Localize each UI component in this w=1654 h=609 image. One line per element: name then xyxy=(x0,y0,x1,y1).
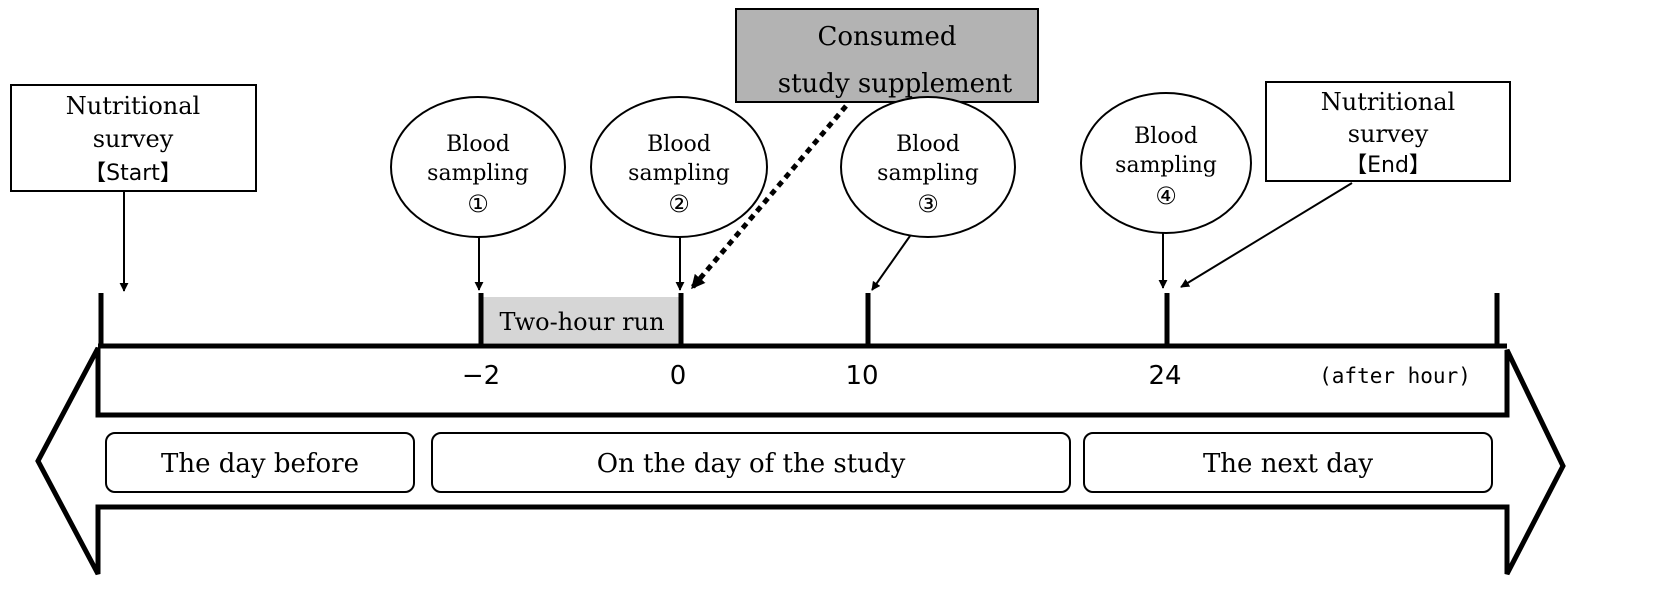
tick-label-10: 10 xyxy=(845,361,878,391)
supplement-dotted-arrow xyxy=(690,104,848,290)
blood-sampling-2-line1: Blood xyxy=(647,132,711,157)
blood-sampling-3-line2: sampling xyxy=(877,161,979,186)
blood-sampling-4-line1: Blood xyxy=(1134,124,1198,149)
supplement-line1: Consumed xyxy=(817,22,956,52)
day-before-box xyxy=(105,432,415,493)
survey-start-line3: 【Start】 xyxy=(84,161,182,186)
two-hour-run-label: Two-hour run xyxy=(499,308,664,336)
tick-label-24: 24 xyxy=(1148,361,1181,391)
survey-start-box xyxy=(10,84,257,192)
tick-label-minus-2: −2 xyxy=(462,361,500,391)
study-day-label: On the day of the study xyxy=(597,449,906,479)
time-unit-label: (after hour) xyxy=(1319,364,1471,388)
blood-sampling-4-ellipse xyxy=(1080,92,1252,234)
blood-sampling-3-arrow xyxy=(871,235,911,291)
survey-end-line1: Nutritional xyxy=(1321,88,1455,116)
next-day-box xyxy=(1083,432,1493,493)
survey-end-arrow xyxy=(1180,182,1353,288)
survey-end-line2: survey xyxy=(1348,120,1429,148)
blood-sampling-2-mark: ② xyxy=(668,190,690,218)
blood-sampling-3-line1: Blood xyxy=(896,132,960,157)
two-hour-run-box xyxy=(483,297,681,343)
supplement-box xyxy=(735,8,1039,103)
blood-sampling-3-ellipse xyxy=(840,96,1016,238)
survey-start-line2: survey xyxy=(93,125,174,153)
blood-sampling-2-line2: sampling xyxy=(628,161,730,186)
next-day-label: The next day xyxy=(1203,449,1373,479)
blood-sampling-1-line1: Blood xyxy=(446,132,510,157)
survey-end-line3: 【End】 xyxy=(1345,153,1431,178)
tick-label-0: 0 xyxy=(670,361,687,391)
blood-sampling-1-line2: sampling xyxy=(427,161,529,186)
blood-sampling-3-mark: ③ xyxy=(917,190,939,218)
study-day-box xyxy=(431,432,1071,493)
blood-sampling-4-mark: ④ xyxy=(1155,182,1177,210)
supplement-line2: study supplement xyxy=(778,69,1013,99)
blood-sampling-4-line2: sampling xyxy=(1115,153,1217,178)
survey-end-box xyxy=(1265,81,1511,182)
survey-start-line1: Nutritional xyxy=(66,92,200,120)
day-before-label: The day before xyxy=(161,449,359,479)
blood-sampling-1-mark: ① xyxy=(467,190,489,218)
